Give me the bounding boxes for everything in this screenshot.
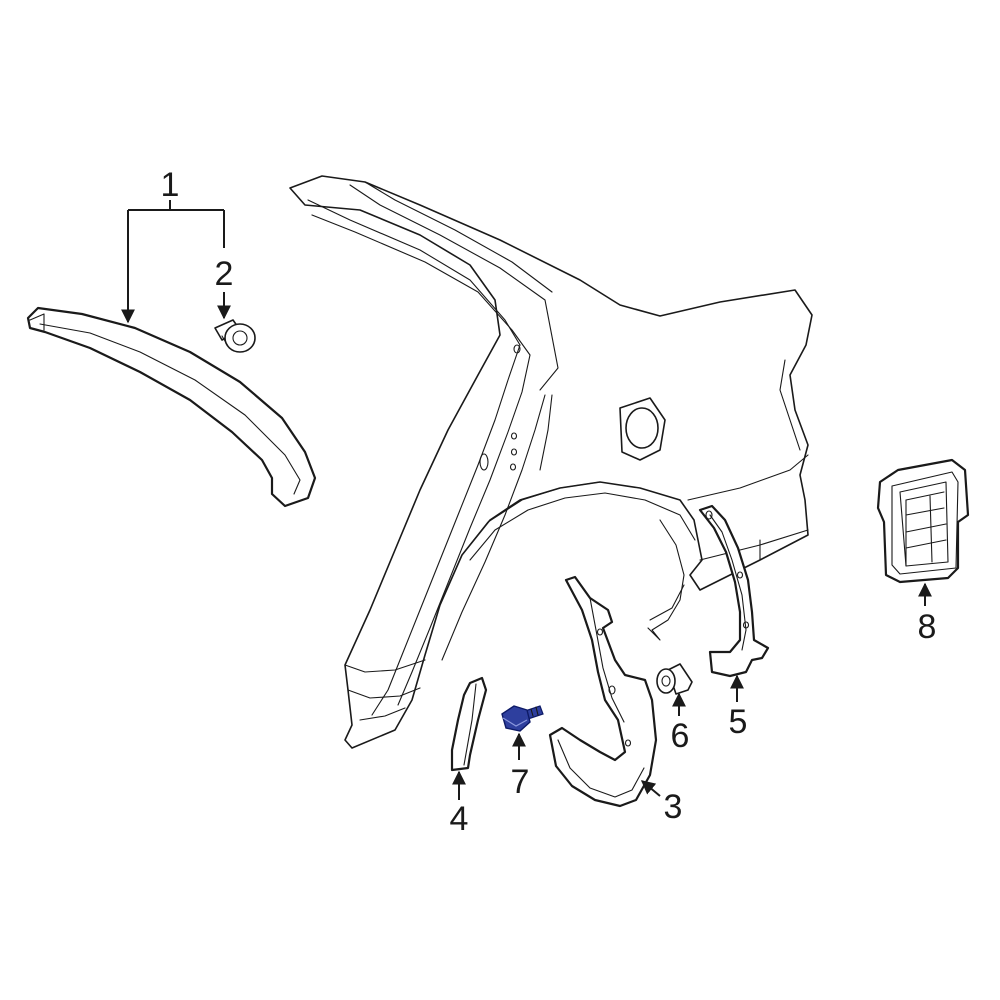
callout-8: 8 bbox=[918, 608, 937, 646]
trim-strip-part bbox=[450, 676, 488, 772]
callout-1: 1 bbox=[161, 166, 180, 204]
callout-5: 5 bbox=[729, 703, 748, 741]
callout-3: 3 bbox=[664, 788, 683, 826]
fuel-door-housing-part bbox=[876, 458, 970, 584]
clip-part bbox=[214, 319, 256, 353]
callout-4: 4 bbox=[450, 800, 469, 838]
bolt-part bbox=[501, 705, 544, 732]
callout-labels: 1 2 3 4 5 6 7 8 bbox=[161, 166, 937, 838]
push-clip-part bbox=[656, 663, 693, 695]
window-moulding-part bbox=[26, 306, 317, 508]
leader-lines bbox=[121, 200, 932, 800]
mud-guard-part bbox=[548, 575, 658, 808]
liner-bracket-part bbox=[698, 504, 770, 678]
callout-6: 6 bbox=[671, 717, 690, 755]
callout-7: 7 bbox=[511, 763, 530, 801]
callout-2: 2 bbox=[215, 255, 234, 293]
quarter-panel bbox=[289, 175, 813, 749]
